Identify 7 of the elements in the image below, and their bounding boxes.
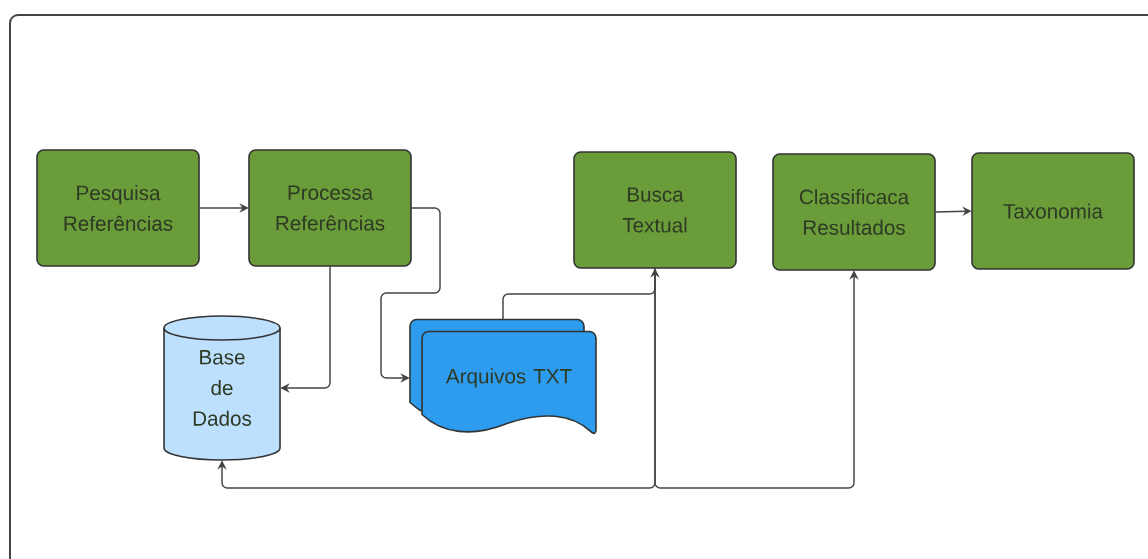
process-box: Taxonomia <box>971 152 1135 270</box>
process-box: Pesquisa Referências <box>36 149 200 267</box>
database-cylinder: Base de Dados <box>163 315 281 461</box>
process-box: Processa Referências <box>248 149 412 267</box>
process-box: Busca Textual <box>573 151 737 269</box>
process-box: Classificaca Resultados <box>772 153 936 271</box>
document-stack: Arquivos TXT <box>409 318 597 435</box>
